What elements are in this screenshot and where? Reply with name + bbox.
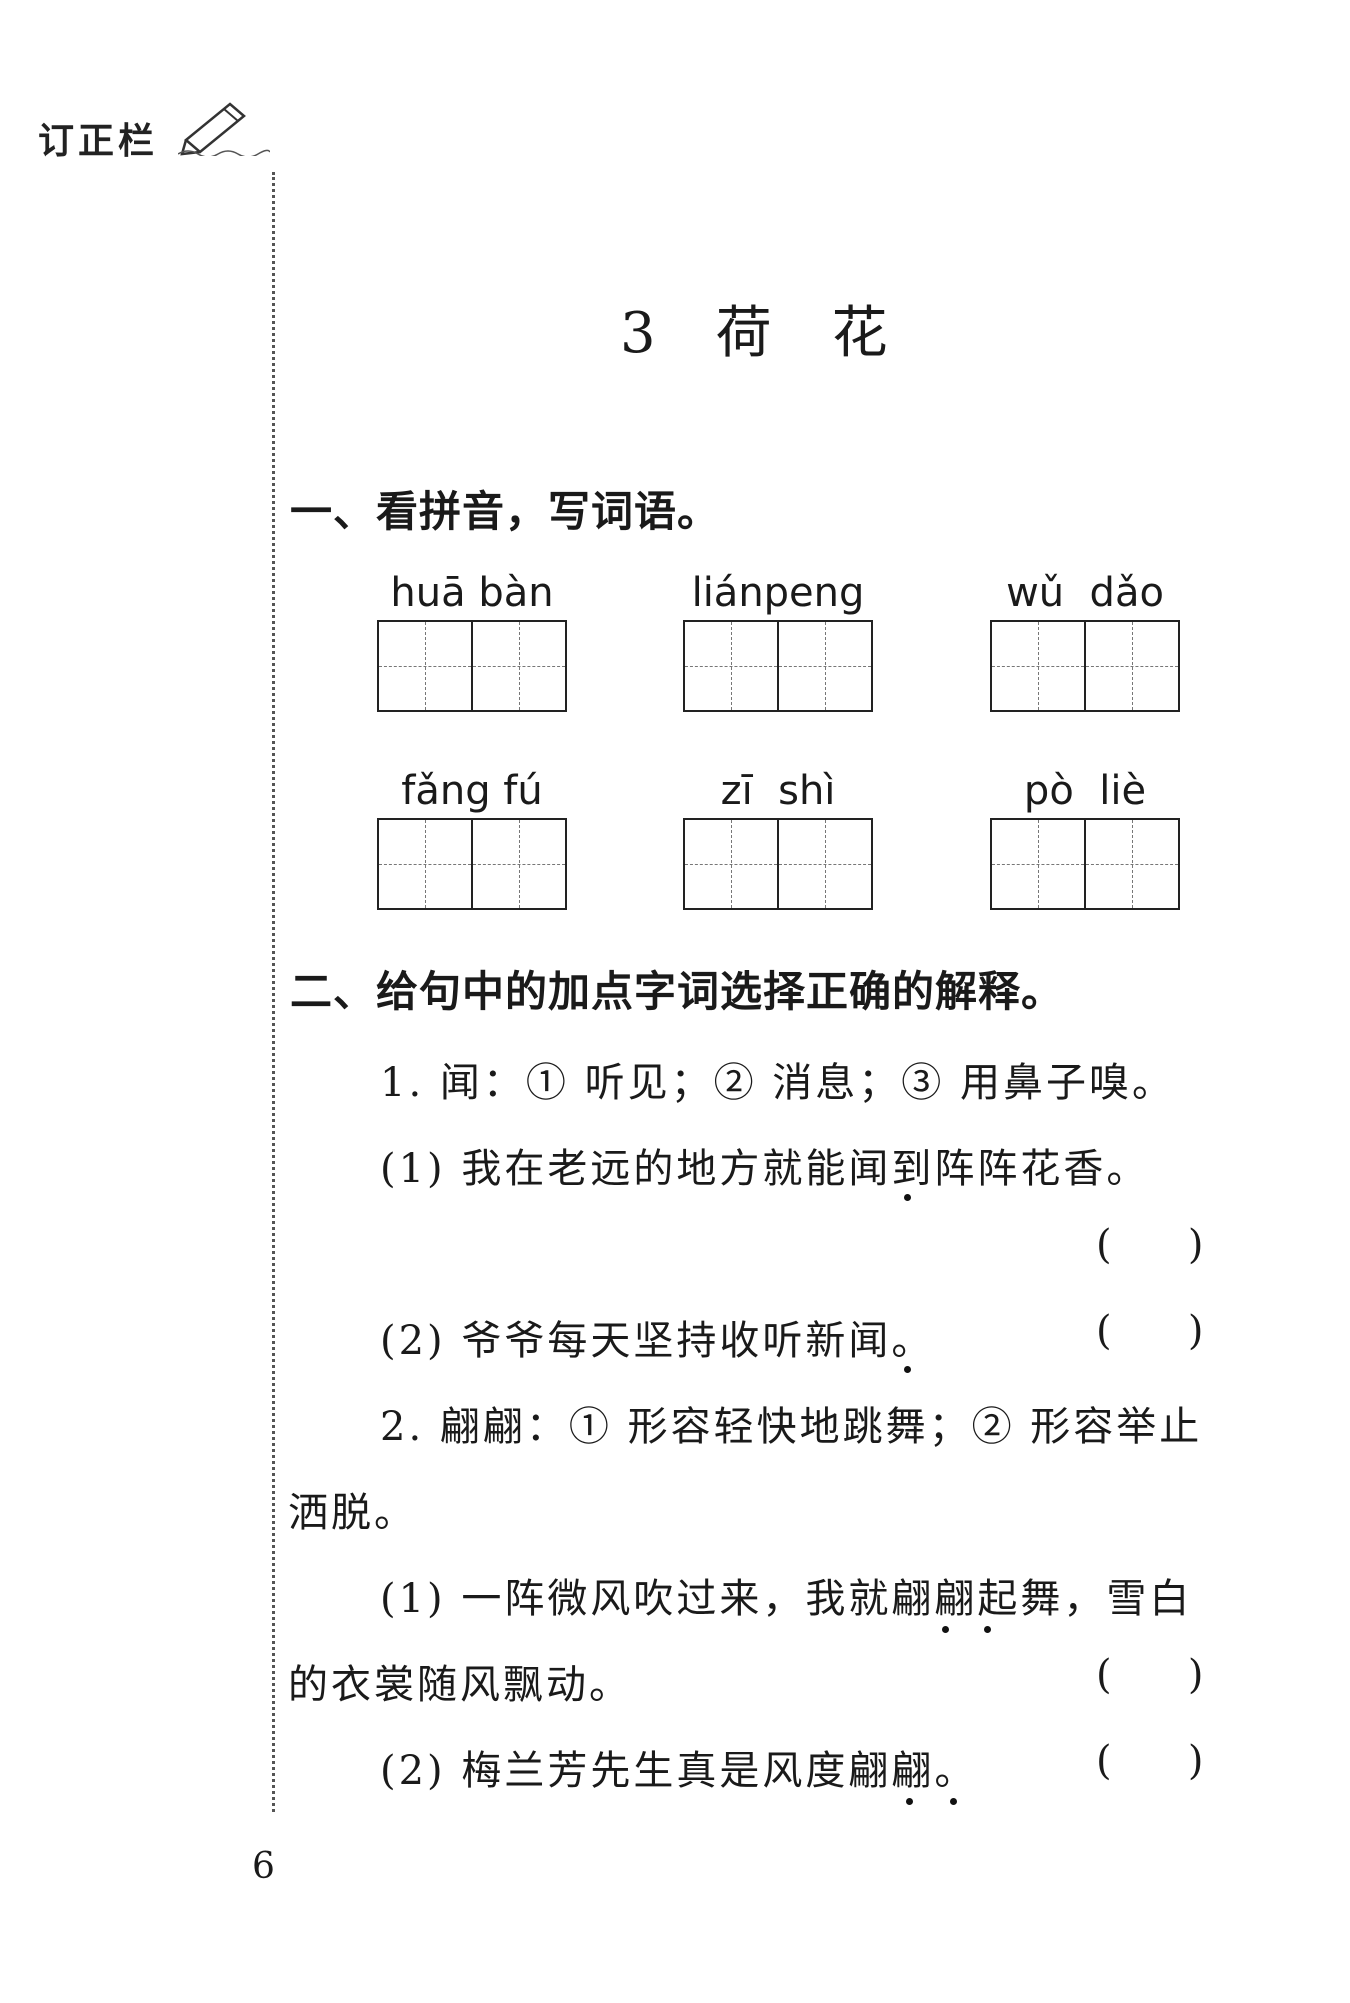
grid-cell[interactable] — [685, 622, 777, 710]
grid-cell[interactable] — [685, 820, 777, 908]
answer-blank[interactable]: ( ) — [1096, 1738, 1204, 1784]
writing-grid[interactable] — [683, 818, 873, 910]
question-2-stem-line-1: 2. 翩翩：① 形容轻快地跳舞；② 形容举止 — [380, 1404, 1203, 1450]
section-2-heading: 二、给句中的加点字词选择正确的解释。 — [290, 967, 1065, 1016]
grid-cell[interactable] — [777, 820, 871, 908]
correction-column-label: 订正栏 — [38, 121, 159, 162]
emphasis-dot — [984, 1626, 991, 1633]
writing-grid[interactable] — [377, 620, 567, 712]
grid-cell[interactable] — [992, 820, 1084, 908]
question-2-stem-line-2: 洒脱。 — [288, 1490, 417, 1536]
emphasis-dot — [904, 1194, 911, 1201]
answer-blank[interactable]: ( ) — [1096, 1222, 1204, 1268]
grid-cell[interactable] — [992, 622, 1084, 710]
pinyin-label: wǔ dǎo — [1006, 570, 1164, 616]
emphasis-dot — [904, 1366, 911, 1373]
writing-grid[interactable] — [377, 818, 567, 910]
pinyin-label: huā bàn — [390, 570, 554, 616]
emphasis-dot — [942, 1626, 949, 1633]
pencil-icon — [178, 102, 270, 156]
pinyin-label: fǎng fú — [401, 768, 543, 814]
question-2-sentence-2: (2) 梅兰芳先生真是风度翩翩。 — [380, 1748, 978, 1794]
lesson-title: 3 荷 花 — [620, 301, 890, 366]
grid-cell[interactable] — [777, 622, 871, 710]
grid-cell[interactable] — [1084, 622, 1178, 710]
grid-cell[interactable] — [379, 820, 471, 908]
pinyin-label: zī shì — [720, 768, 836, 814]
correction-column-divider — [272, 172, 275, 1812]
writing-grid[interactable] — [683, 620, 873, 712]
question-1-stem: 1. 闻：① 听见；② 消息；③ 用鼻子嗅。 — [380, 1060, 1176, 1106]
emphasis-dot — [950, 1798, 957, 1805]
question-1-sentence-1: (1) 我在老远的地方就能闻到阵阵花香。 — [380, 1146, 1150, 1192]
pinyin-label: liánpeng — [691, 570, 865, 616]
page-number: 6 — [252, 1846, 275, 1887]
question-2-sentence-1-line-1: (1) 一阵微风吹过来，我就翩翩起舞，雪白 — [380, 1576, 1193, 1622]
pinyin-label: pò liè — [1023, 768, 1147, 814]
emphasis-dot — [906, 1798, 913, 1805]
question-1-sentence-2: (2) 爷爷每天坚持收听新闻。 — [380, 1318, 935, 1364]
section-1-heading: 一、看拼音，写词语。 — [290, 487, 721, 536]
writing-grid[interactable] — [990, 818, 1180, 910]
question-2-sentence-1-line-2: 的衣裳随风飘动。 — [288, 1662, 632, 1708]
grid-cell[interactable] — [379, 622, 471, 710]
grid-cell[interactable] — [1084, 820, 1178, 908]
writing-grid[interactable] — [990, 620, 1180, 712]
grid-cell[interactable] — [471, 622, 565, 710]
answer-blank[interactable]: ( ) — [1096, 1652, 1204, 1698]
answer-blank[interactable]: ( ) — [1096, 1308, 1204, 1354]
grid-cell[interactable] — [471, 820, 565, 908]
